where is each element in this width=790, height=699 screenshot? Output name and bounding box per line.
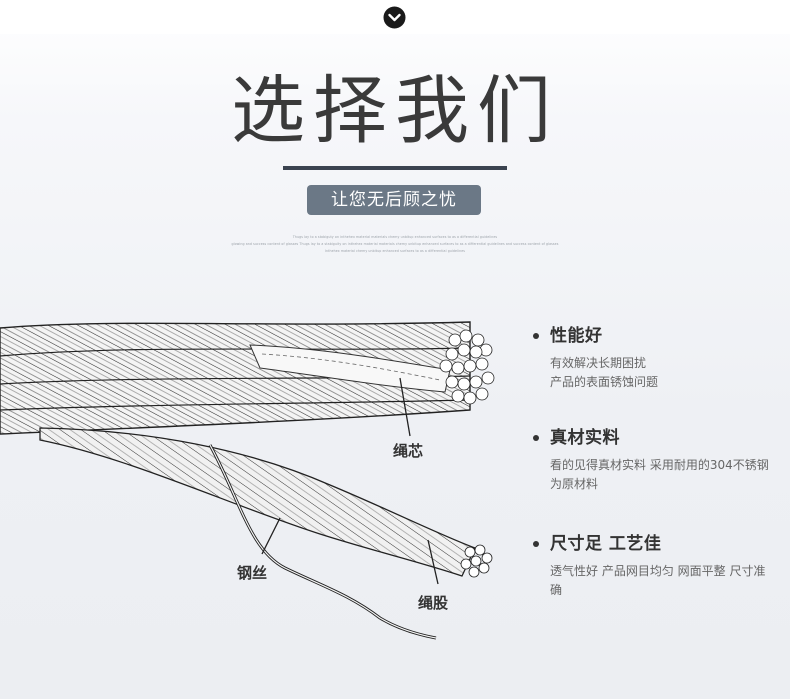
rope-strand bbox=[39, 427, 476, 577]
feature-desc: 透气性好 产品网目均匀 网面平整 尺寸准确 bbox=[550, 564, 766, 597]
chevron-down-icon[interactable] bbox=[383, 6, 406, 29]
strand-leader-line bbox=[427, 539, 439, 585]
feature-title: 尺寸足 工艺佳 bbox=[550, 534, 662, 554]
core-leader-line bbox=[399, 377, 411, 437]
page-title: 选择我们 bbox=[231, 68, 559, 154]
bullet-icon bbox=[533, 333, 539, 339]
fine-print-text: Thugs lay to a stabiguty on inthehex mat… bbox=[231, 235, 559, 253]
bullet-icon bbox=[533, 435, 539, 441]
wire-leader-line bbox=[261, 517, 281, 555]
feature-title: 性能好 bbox=[550, 326, 603, 346]
feature-title: 真材实料 bbox=[550, 428, 620, 448]
rope-body bbox=[0, 321, 471, 435]
label-strand: 绳股 bbox=[418, 594, 449, 612]
subtitle-badge: 让您无后顾之忧 bbox=[307, 185, 481, 215]
rope-end-bundle bbox=[439, 329, 495, 405]
strand-end-bundle bbox=[460, 544, 493, 578]
bullet-icon bbox=[533, 541, 539, 547]
title-underline bbox=[283, 166, 507, 170]
label-wire: 钢丝 bbox=[237, 564, 268, 582]
label-core: 绳芯 bbox=[393, 442, 424, 460]
feature-desc: 有效解决长期困扰 产品的表面锈蚀问题 bbox=[550, 356, 659, 389]
feature-desc: 看的见得真材实料 采用耐用的304不锈钢为原材料 bbox=[550, 458, 769, 491]
wire-rope-illustration bbox=[0, 321, 495, 640]
